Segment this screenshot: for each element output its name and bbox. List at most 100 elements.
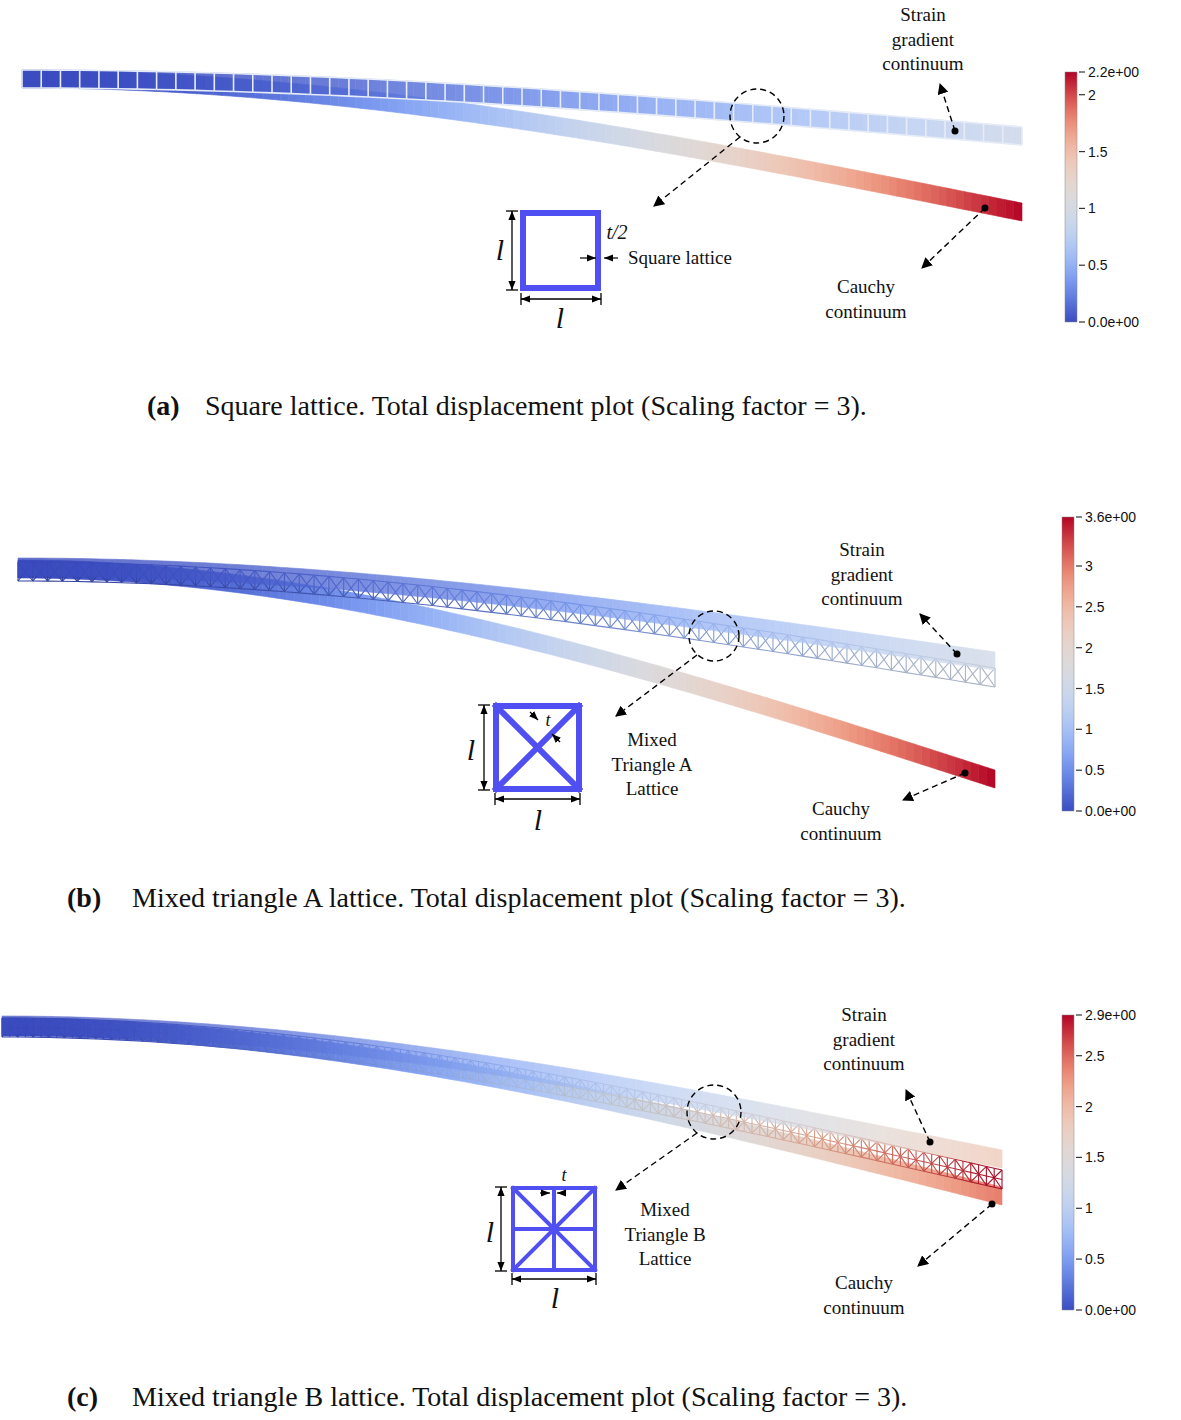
beam-segment bbox=[1014, 126, 1022, 145]
beam-segment bbox=[572, 595, 580, 614]
beam-segment bbox=[140, 560, 148, 578]
beam-segment bbox=[964, 191, 972, 211]
beam-segment bbox=[64, 70, 72, 88]
lattice-strut bbox=[847, 663, 862, 665]
lattice-strut bbox=[637, 96, 639, 114]
lattice-strut bbox=[214, 90, 233, 92]
beam-segment bbox=[664, 135, 672, 154]
dimension-tick bbox=[579, 793, 580, 805]
colorbar-tick bbox=[1076, 647, 1082, 648]
lattice-strut bbox=[657, 97, 676, 98]
lattice-strut bbox=[176, 89, 195, 91]
beam-segment bbox=[474, 584, 482, 603]
beam-segment bbox=[569, 1068, 577, 1087]
beam-segment bbox=[105, 71, 113, 89]
lattice-strut bbox=[772, 106, 791, 108]
beam-segment bbox=[865, 633, 873, 652]
beam-segment bbox=[430, 99, 438, 118]
beam-segment bbox=[930, 185, 938, 205]
lattice-strut bbox=[503, 87, 522, 88]
lattice-strut bbox=[181, 585, 196, 587]
callout-label: Cauchy continuum bbox=[786, 797, 896, 846]
beam-segment bbox=[523, 630, 531, 650]
colorbar-ticks bbox=[1076, 1015, 1082, 1310]
beam-segment bbox=[919, 1133, 927, 1153]
beam-segment bbox=[969, 1143, 977, 1163]
lattice-strut bbox=[699, 640, 714, 642]
lattice-strut bbox=[233, 74, 235, 92]
beam-segment bbox=[255, 74, 263, 92]
lattice-strut bbox=[580, 92, 599, 93]
beam-segment bbox=[869, 1153, 877, 1173]
beam-segment bbox=[597, 93, 605, 112]
leader-arrow bbox=[616, 655, 697, 716]
beam-segment bbox=[639, 96, 647, 115]
lattice-strut bbox=[225, 587, 240, 589]
beam-segment bbox=[89, 70, 97, 88]
beam-segment bbox=[839, 167, 847, 187]
beam-segment bbox=[505, 109, 513, 128]
lattice-strut bbox=[907, 135, 926, 137]
lattice-strut bbox=[99, 70, 118, 72]
colorbar-tick bbox=[1079, 151, 1085, 152]
beam-segment bbox=[764, 153, 772, 173]
beam-segment bbox=[722, 102, 730, 121]
lattice-strut bbox=[810, 109, 829, 111]
beam-segment bbox=[202, 1024, 210, 1043]
lattice-strut bbox=[80, 87, 99, 89]
lattice-strut bbox=[291, 93, 310, 95]
colorbar-tick bbox=[1079, 265, 1085, 266]
beam-segment bbox=[447, 101, 455, 120]
colorbar-tick bbox=[1076, 729, 1082, 730]
lattice-strut bbox=[22, 87, 41, 89]
lattice-strut bbox=[151, 583, 166, 585]
lattice-strut bbox=[541, 89, 560, 90]
dimension-tick bbox=[495, 1186, 507, 1187]
beam-segment bbox=[505, 87, 513, 106]
dimension-tick bbox=[478, 789, 490, 790]
beam-segment bbox=[311, 586, 319, 605]
beam-segment bbox=[789, 157, 797, 177]
callout-label: Mixed Triangle A Lattice bbox=[602, 728, 702, 802]
unit-cell bbox=[513, 1188, 595, 1270]
beam-segment bbox=[816, 626, 824, 645]
beam-segment bbox=[269, 1029, 277, 1048]
leader-arrow bbox=[918, 1204, 992, 1266]
unit-cell bbox=[496, 706, 579, 789]
beam-segment bbox=[466, 616, 474, 636]
beam-segment bbox=[785, 1107, 793, 1127]
beam-segment bbox=[653, 605, 661, 624]
beam-segment bbox=[880, 115, 888, 134]
lattice-strut bbox=[994, 668, 995, 687]
leader-arrow bbox=[940, 84, 955, 131]
beam-segment bbox=[777, 1106, 785, 1126]
leader-arrow bbox=[920, 614, 957, 654]
beam-segment bbox=[653, 664, 661, 684]
beam-segment bbox=[502, 1058, 510, 1077]
lattice-strut bbox=[830, 1141, 846, 1144]
beam-segment bbox=[360, 1039, 368, 1058]
beam-segment bbox=[914, 181, 922, 201]
beam-segment bbox=[808, 625, 816, 644]
beam-segment bbox=[110, 1018, 118, 1036]
beam-segment bbox=[610, 1075, 618, 1094]
beam-segment bbox=[26, 558, 34, 576]
beam-segment bbox=[564, 91, 572, 110]
beam-segment bbox=[855, 113, 863, 132]
lattice-strut bbox=[964, 122, 983, 124]
beam-segment bbox=[971, 762, 979, 783]
colorbar-tick bbox=[1076, 1157, 1082, 1158]
lattice-strut bbox=[868, 132, 887, 134]
beam-segment bbox=[844, 1147, 852, 1167]
lattice-strut bbox=[955, 1159, 971, 1182]
beam-segment bbox=[739, 148, 747, 168]
beam-segment bbox=[405, 81, 413, 99]
beam-segment bbox=[531, 590, 539, 609]
lattice-strut bbox=[684, 638, 699, 640]
beam-segment bbox=[744, 1099, 752, 1119]
dimension-tick bbox=[495, 1270, 507, 1271]
beam-segment bbox=[689, 100, 697, 119]
lattice-strut bbox=[945, 120, 964, 122]
subfigure-caption: Mixed triangle A lattice. Total displace… bbox=[132, 882, 906, 914]
colorbar-label: 0.5 bbox=[1085, 1251, 1104, 1267]
